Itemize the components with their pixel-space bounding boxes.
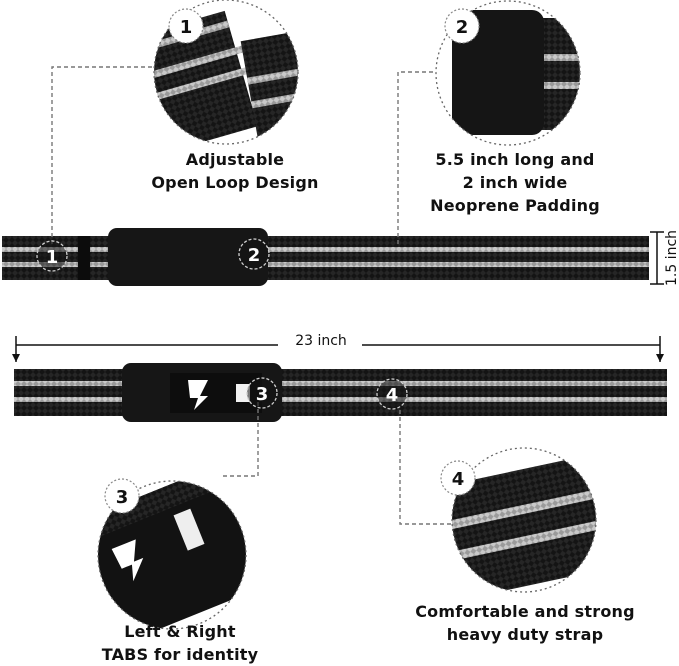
badge-4-zoom: 4 — [440, 460, 476, 496]
feature-3-caption: Left & Right TABS for identity — [80, 620, 280, 666]
badge-4-strap: 4 — [376, 378, 408, 410]
badge-2-number: 2 — [456, 17, 469, 38]
feature-1-line-2: Open Loop Design — [151, 173, 319, 192]
feature-2-line-1: 5.5 inch long and — [435, 150, 595, 169]
width-dimension — [650, 231, 664, 285]
width-label: 1.5 inch — [664, 229, 679, 287]
feature-2-line-3: Neoprene Padding — [430, 196, 600, 215]
feature-4-line-1: Comfortable and strong — [415, 602, 635, 621]
badge-2-zoom: 2 — [444, 8, 480, 44]
badge-1-strap: 1 — [36, 240, 68, 272]
length-dimension — [12, 336, 664, 362]
feature-3-line-2: TABS for identity — [101, 645, 259, 664]
badge-1-number: 1 — [180, 17, 193, 38]
badge-4-number: 4 — [452, 469, 465, 490]
leader-lines — [51, 66, 458, 525]
feature-4-line-2: heavy duty strap — [446, 625, 604, 644]
strap-badge-1-number: 1 — [46, 247, 59, 268]
badge-1-zoom: 1 — [168, 8, 204, 44]
bottom-strap — [14, 363, 667, 422]
tab-label — [236, 384, 250, 402]
top-strap — [2, 228, 649, 286]
feature-3-line-1: Left & Right — [124, 622, 236, 641]
length-label: 23 inch — [286, 333, 356, 349]
zoom-circle-1 — [153, 0, 299, 145]
strap-badge-3-number: 3 — [256, 384, 269, 405]
feature-4-caption: Comfortable and strong heavy duty strap — [380, 600, 670, 646]
brand-logo-icon — [188, 380, 208, 410]
feature-2-line-2: 2 inch wide — [462, 173, 568, 192]
badge-3-strap: 3 — [246, 377, 278, 409]
badge-2-strap: 2 — [238, 238, 270, 270]
badge-3-zoom: 3 — [104, 478, 140, 514]
strap-badge-4-number: 4 — [386, 385, 399, 406]
strap-badge-2-number: 2 — [248, 245, 261, 266]
feature-1-caption: Adjustable Open Loop Design — [120, 148, 350, 194]
badge-3-number: 3 — [116, 487, 129, 508]
feature-2-caption: 5.5 inch long and 2 inch wide Neoprene P… — [400, 148, 630, 217]
zoom-circle-2 — [435, 0, 581, 146]
neoprene-pad — [108, 228, 268, 286]
feature-1-line-1: Adjustable — [185, 150, 285, 169]
